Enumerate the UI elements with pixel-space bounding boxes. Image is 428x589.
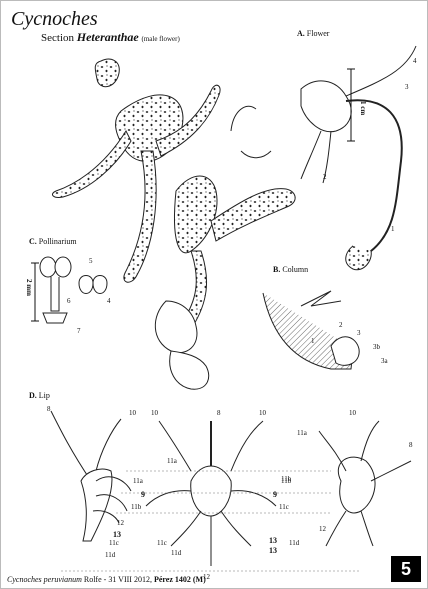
label-d-24: 8 [409,441,413,449]
scale-c-text: 2 mm [25,279,33,296]
plate-caption: Cycnoches peruvianum Rolfe - 31 VIII 201… [7,575,206,584]
panel-d-lips [51,411,411,566]
label-c-6: 6 [67,297,71,305]
label-d-5: 11b [131,503,142,511]
label-d-6: 12 [117,519,125,527]
label-d-16: 11c [157,539,167,547]
label-d-8: 11c [109,539,119,547]
label-c-7: 7 [77,327,81,335]
label-d-13: 11a [167,457,178,465]
label-d-25: 12 [319,525,327,533]
caption-rest: Rolfe - 31 VIII 2012, [82,575,154,584]
label-b-3a: 3a [381,357,389,365]
caption-species: Cycnoches peruvianum [7,575,82,584]
panel-b-column [263,291,359,369]
label-d-21: 11a [297,429,308,437]
label-d-11: 8 [217,409,221,417]
label-b-3: 3 [357,329,361,337]
label-d-2: 10 [129,409,137,417]
label-c-5: 5 [89,257,93,265]
label-d-10: 10 [151,409,159,417]
label-d-17: 11d [171,549,182,557]
label-d-12: 10 [259,409,267,417]
panel-c-pollinarium [40,257,107,323]
panel-a-flower [301,46,416,270]
label-a-2: 2 [323,173,327,181]
plate-number-badge: 5 [391,556,421,582]
label-d-27: 11d [289,539,300,547]
label-d-9: 11d [105,551,116,559]
label-d-15: 9 [273,490,277,499]
scale-bar-a [347,69,355,141]
label-b-3b: 3b [373,343,381,351]
label-a-4: 4 [413,57,417,65]
panel-c-numbers: 5 6 4 7 [67,257,111,335]
main-flower-drawing [52,59,295,389]
label-b-2: 2 [339,321,343,329]
label-d-1: 8 [47,405,51,413]
label-a-1: 1 [391,225,395,233]
label-d-20: 10 [349,409,357,417]
label-d-22: 11b [281,475,292,483]
label-d-19: 13 [269,536,277,545]
scale-a-text: 1 cm [359,101,367,115]
label-c-4: 4 [107,297,111,305]
label-b-1: 1 [311,337,315,345]
label-a-3: 3 [405,83,409,91]
panel-a-numbers: 1 2 3 4 [323,57,417,233]
caption-collector: Pérez 1402 (M) [154,575,206,584]
label-d-4: 9 [141,490,145,499]
label-d-7: 13 [113,530,121,539]
label-d-3: 11a [133,477,144,485]
label-d-23: 11c [279,503,289,511]
label-d-26: 13 [269,546,277,555]
